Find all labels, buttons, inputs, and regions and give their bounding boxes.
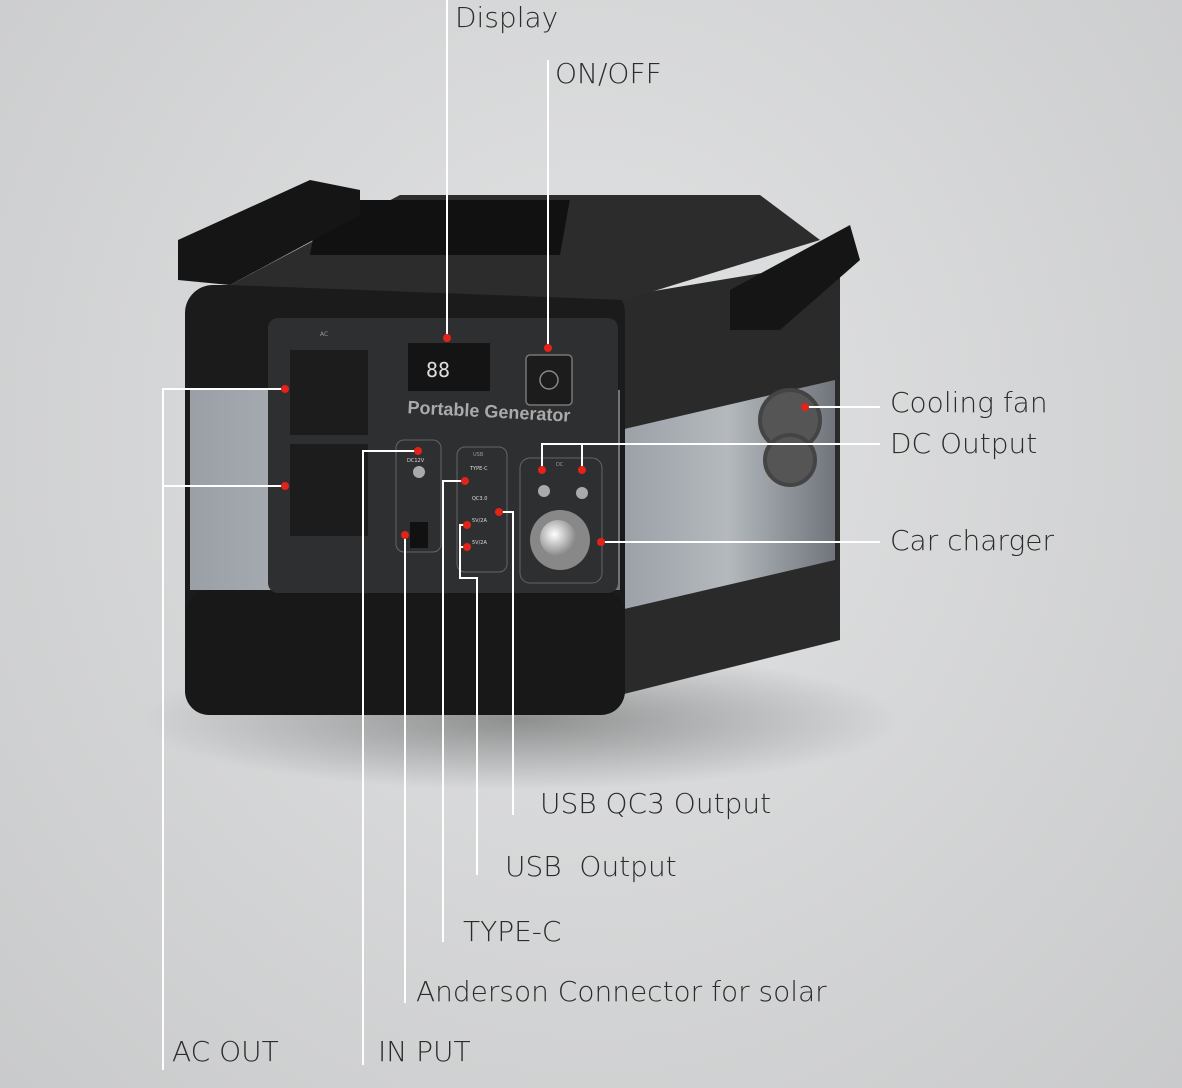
input-line bbox=[362, 450, 418, 1065]
usb-port-2-label: 5V/2A bbox=[472, 540, 487, 546]
callout-dc-output: DC Output bbox=[890, 427, 1038, 460]
callout-ac-out: AC OUT bbox=[172, 1035, 279, 1068]
type-c-line bbox=[442, 480, 465, 942]
lcd-display bbox=[408, 343, 490, 391]
qc-port-label: QC3.0 bbox=[472, 496, 487, 502]
callout-input: IN PUT bbox=[378, 1035, 471, 1068]
ac-socket-2 bbox=[290, 444, 368, 536]
callout-anderson: Anderson Connector for solar bbox=[416, 975, 827, 1008]
power-icon bbox=[539, 370, 559, 390]
callout-display: Display bbox=[455, 1, 559, 34]
power-button[interactable] bbox=[525, 354, 573, 406]
usb-port-1-label: 5V/2A bbox=[472, 518, 487, 524]
left-handle bbox=[178, 180, 360, 285]
dc-port-group bbox=[519, 457, 603, 584]
ac-socket-1 bbox=[290, 350, 368, 435]
anderson-port bbox=[410, 522, 428, 548]
callout-lines bbox=[162, 0, 880, 1070]
callout-car-charger: Car charger bbox=[890, 524, 1054, 557]
dc-tag: DC bbox=[556, 462, 564, 468]
input-port-group bbox=[395, 439, 442, 553]
callout-dots bbox=[281, 334, 809, 551]
callout-usb-qc3: USB QC3 Output bbox=[540, 787, 772, 820]
display-digits: 88 bbox=[426, 358, 450, 382]
callout-on-off: ON/OFF bbox=[555, 57, 662, 90]
generator-device: Portable Generator 88 AC USB DC DC12V TY… bbox=[178, 180, 860, 715]
callout-usb-output: USB Output bbox=[505, 850, 677, 883]
dc-output-line bbox=[541, 443, 880, 470]
dc-port-1 bbox=[538, 485, 550, 497]
dc-port-2 bbox=[576, 487, 588, 499]
right-handle bbox=[730, 225, 860, 330]
ac-tag: AC bbox=[320, 331, 328, 338]
ac-out-line bbox=[162, 388, 285, 1070]
callout-cooling-fan: Cooling fan bbox=[890, 386, 1048, 419]
input-port-label: DC12V bbox=[407, 458, 425, 464]
usb-output-line bbox=[459, 524, 478, 875]
usb-qc3-line bbox=[499, 511, 514, 815]
callout-type-c: TYPE-C bbox=[463, 915, 562, 948]
type-c-port-label: TYPE-C bbox=[469, 466, 488, 472]
usb-tag: USB bbox=[473, 452, 484, 458]
usb-port-group bbox=[456, 446, 508, 573]
